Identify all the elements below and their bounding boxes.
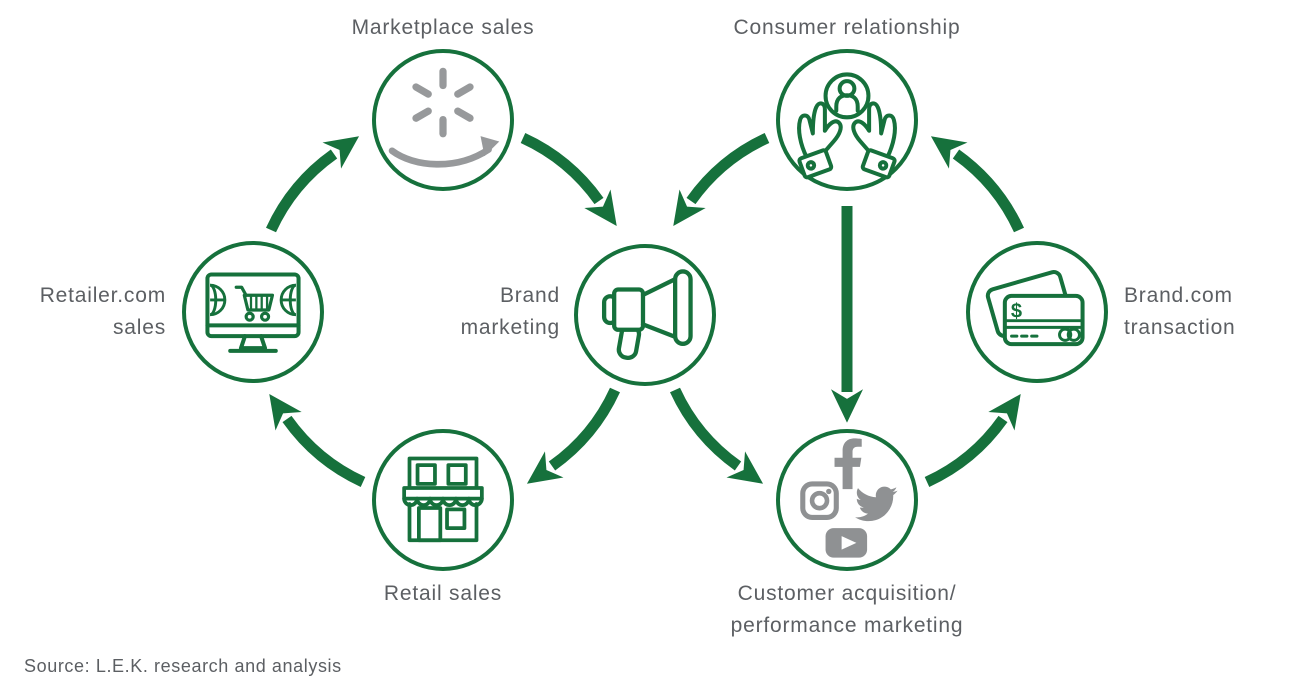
facebook-icon <box>834 438 862 490</box>
twitter-icon <box>855 486 898 522</box>
label-line: Brand.com <box>1124 284 1233 307</box>
arrow-retailercom-to-marketplace <box>265 136 360 233</box>
shopping-cart-icon <box>234 285 275 322</box>
label-customer-acquisition: Customer acquisition/ performance market… <box>672 578 1022 641</box>
hands-holding-person-icon <box>797 72 897 180</box>
label-line: performance marketing <box>730 613 964 637</box>
label-marketplace-sales: Marketplace sales <box>351 16 535 39</box>
node-customer-acquisition <box>776 429 918 571</box>
monitor-shopping-cart-icon <box>205 272 301 353</box>
node-retailer-com-sales <box>182 241 324 383</box>
arrow-brandmarketing-to-customeracquisition <box>669 387 764 484</box>
arrow-brandcom-to-consumer <box>930 136 1025 233</box>
walmart-spark-amazon-smile-icon <box>388 67 500 168</box>
credit-cards-icon: $ <box>985 270 1085 347</box>
label-retailer-com-sales: Retailer.com sales <box>0 280 166 343</box>
instagram-icon <box>800 481 839 520</box>
label-consumer-relationship: Consumer relationship <box>733 16 961 39</box>
left-hand <box>797 101 843 180</box>
label-line: Brand <box>499 284 560 307</box>
social-media-icons <box>800 438 898 558</box>
label-brand-marketing: Brand marketing <box>360 280 560 343</box>
label-line: marketing <box>460 315 560 339</box>
node-marketplace-sales <box>372 49 514 191</box>
node-consumer-relationship <box>776 49 918 191</box>
label-brand-com-transaction: Brand.com transaction <box>1124 280 1300 343</box>
arrow-retail-to-retailercom <box>269 393 366 488</box>
arrow-customeracquisition-to-brandcom <box>924 393 1021 488</box>
label-line: sales <box>112 315 166 339</box>
arrow-marketplace-to-brandmarketing <box>520 132 617 227</box>
storefront-icon <box>402 456 484 543</box>
node-brand-marketing <box>574 244 716 386</box>
right-hand <box>851 101 897 180</box>
label-retail-sales: Retail sales <box>383 582 503 605</box>
arrow-consumer-to-brandmarketing <box>673 132 770 227</box>
label-line: transaction <box>1124 315 1236 339</box>
label-line: Customer acquisition/ <box>737 582 957 605</box>
youtube-icon <box>825 528 868 558</box>
arrow-brandmarketing-to-retail <box>526 387 621 484</box>
dollar-glyph: $ <box>1011 300 1022 322</box>
globe-icons <box>210 283 296 317</box>
label-line: Retailer.com <box>39 284 166 307</box>
node-retail-sales <box>372 429 514 571</box>
node-brand-com-transaction: $ <box>966 241 1108 383</box>
source-note: Source: L.E.K. research and analysis <box>24 656 342 676</box>
megaphone-icon <box>601 269 693 361</box>
